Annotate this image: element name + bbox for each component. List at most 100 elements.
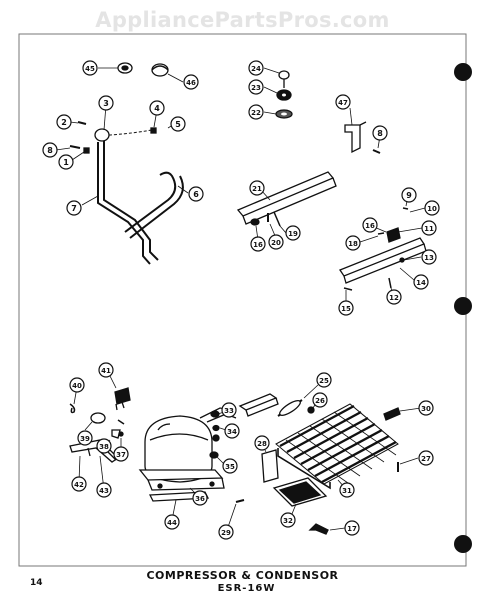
bracket-30 bbox=[383, 407, 401, 421]
callout-number: 21 bbox=[252, 185, 262, 193]
diagram-title: COMPRESSOR & CONDENSOR bbox=[146, 569, 339, 582]
callout-28: 28 bbox=[254, 435, 270, 451]
callout-number: 15 bbox=[341, 305, 351, 313]
callout-12: 12 bbox=[386, 289, 402, 305]
clip-4 bbox=[150, 127, 157, 134]
callout-number: 18 bbox=[348, 240, 358, 248]
callout-34: 34 bbox=[224, 423, 240, 439]
callout-number: 16 bbox=[253, 241, 263, 249]
callout-number: 44 bbox=[167, 519, 177, 527]
damper-stack bbox=[275, 70, 293, 119]
callout-3: 3 bbox=[98, 95, 114, 111]
callout-18: 18 bbox=[345, 235, 361, 251]
callout-39: 39 bbox=[77, 430, 93, 446]
bracket-47 bbox=[344, 121, 381, 154]
callout-15: 15 bbox=[338, 300, 354, 316]
clip-1 bbox=[83, 147, 90, 154]
clip-39 bbox=[111, 429, 121, 439]
callout-14: 14 bbox=[413, 274, 429, 290]
callout-number: 38 bbox=[99, 443, 109, 451]
condenser-coil-31 bbox=[275, 403, 399, 490]
callout-number: 3 bbox=[103, 99, 109, 108]
model-number: ESR-16W bbox=[217, 583, 276, 594]
callout-2: 2 bbox=[56, 114, 72, 130]
callout-16: 16 bbox=[250, 236, 266, 252]
rail-21 bbox=[236, 171, 337, 227]
callout-labels: 1234567889101112131415161617181920212223… bbox=[42, 60, 440, 540]
page-number: 14 bbox=[30, 578, 43, 588]
callout-36: 36 bbox=[192, 490, 208, 506]
callout-number: 42 bbox=[74, 481, 84, 489]
callout-number: 23 bbox=[251, 84, 261, 92]
watermark: AppliancePartsPros.com bbox=[95, 8, 390, 32]
callout-43: 43 bbox=[96, 482, 112, 498]
callout-number: 43 bbox=[99, 487, 109, 495]
callout-number: 28 bbox=[257, 440, 267, 448]
callout-number: 6 bbox=[193, 190, 199, 199]
callout-number: 9 bbox=[406, 191, 412, 200]
callout-7: 7 bbox=[66, 200, 82, 216]
callout-19: 19 bbox=[285, 225, 301, 241]
callout-number: 35 bbox=[225, 463, 235, 471]
clip-17 bbox=[308, 523, 329, 535]
callout-number: 13 bbox=[424, 254, 434, 262]
callout-number: 4 bbox=[154, 104, 160, 113]
compressor-36 bbox=[138, 407, 237, 491]
callout-44: 44 bbox=[164, 514, 180, 530]
callout-number: 22 bbox=[251, 109, 261, 117]
callout-number: 29 bbox=[221, 529, 231, 537]
callout-number: 16 bbox=[365, 222, 375, 230]
callout-40: 40 bbox=[69, 377, 85, 393]
callout-number: 7 bbox=[71, 204, 77, 213]
callout-number: 1 bbox=[63, 158, 69, 167]
callout-9: 9 bbox=[401, 187, 417, 203]
callout-number: 45 bbox=[85, 65, 95, 73]
callout-6: 6 bbox=[188, 186, 204, 202]
callout-number: 47 bbox=[338, 99, 348, 107]
callout-number: 39 bbox=[80, 435, 90, 443]
callout-number: 26 bbox=[315, 397, 325, 405]
callout-number: 11 bbox=[424, 225, 434, 233]
callout-29: 29 bbox=[218, 524, 234, 540]
screw-29 bbox=[235, 499, 245, 503]
callout-number: 10 bbox=[427, 205, 437, 213]
callout-4: 4 bbox=[149, 100, 165, 116]
callout-47: 47 bbox=[335, 94, 351, 110]
callout-number: 36 bbox=[195, 495, 205, 503]
callout-number: 31 bbox=[342, 487, 352, 495]
callout-42: 42 bbox=[71, 476, 87, 492]
screw-8 bbox=[69, 145, 81, 149]
callout-number: 17 bbox=[347, 525, 357, 533]
clip-40 bbox=[69, 403, 76, 414]
binder-hole-bottom bbox=[454, 535, 472, 553]
callout-number: 12 bbox=[389, 294, 399, 302]
callout-24: 24 bbox=[248, 60, 264, 76]
callout-number: 14 bbox=[416, 279, 426, 287]
drier-25 bbox=[277, 399, 303, 417]
callout-number: 5 bbox=[175, 120, 181, 129]
callout-number: 8 bbox=[47, 146, 53, 155]
callout-number: 46 bbox=[186, 79, 196, 87]
screw-2 bbox=[77, 121, 87, 125]
pin-9-lower bbox=[117, 419, 125, 425]
callout-32: 32 bbox=[280, 512, 296, 528]
callout-37: 37 bbox=[113, 446, 129, 462]
callout-45: 45 bbox=[82, 60, 98, 76]
callout-16: 16 bbox=[362, 217, 378, 233]
callout-30: 30 bbox=[418, 400, 434, 416]
callout-number: 37 bbox=[116, 451, 126, 459]
drain-pan-32 bbox=[272, 477, 328, 507]
callout-number: 32 bbox=[283, 517, 293, 525]
callout-25: 25 bbox=[316, 372, 332, 388]
callout-number: 40 bbox=[72, 382, 82, 390]
callout-8: 8 bbox=[372, 125, 388, 141]
tubing-assembly bbox=[94, 128, 184, 265]
grommet-46 bbox=[151, 63, 169, 77]
callout-41: 41 bbox=[98, 362, 114, 378]
callout-35: 35 bbox=[222, 458, 238, 474]
callout-26: 26 bbox=[312, 392, 328, 408]
callout-1: 1 bbox=[58, 154, 74, 170]
callout-17: 17 bbox=[344, 520, 360, 536]
